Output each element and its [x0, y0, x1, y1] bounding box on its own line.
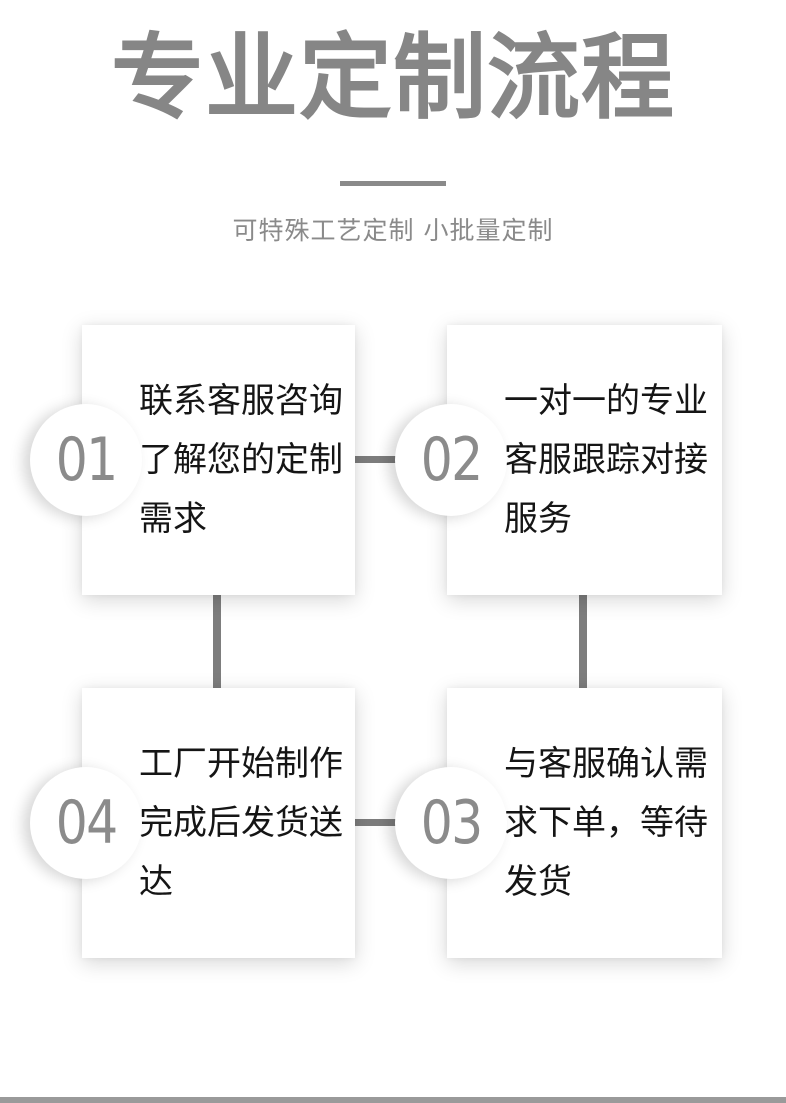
step-description-line: 达: [139, 862, 173, 902]
step-card-04: 04 工厂开始制作 完成后发货送 达: [30, 688, 355, 958]
step-number-04: 04: [55, 788, 118, 858]
connector-step02-step03: [579, 594, 587, 690]
step-description-line: 与客服确认需: [504, 744, 708, 784]
page-subtitle: 可特殊工艺定制 小批量定制: [232, 216, 554, 245]
step-card-01: 01 联系客服咨询 了解您的定制 需求: [30, 325, 355, 595]
step-description-line: 服务: [504, 499, 572, 539]
step-number-02: 02: [420, 425, 483, 495]
step-description-line: 工厂开始制作: [139, 744, 343, 784]
step-description-line: 了解您的定制: [139, 440, 343, 480]
step-badge-01: 01: [30, 404, 142, 516]
step-card-02: 02 一对一的专业 客服跟踪对接 服务: [395, 325, 722, 595]
step-badge-02: 02: [395, 404, 507, 516]
step-number-01: 01: [55, 425, 118, 495]
page-title: 专业定制流程: [111, 23, 675, 132]
step-description-03: 与客服确认需 求下单，等待 发货: [504, 735, 714, 912]
step-badge-04: 04: [30, 767, 142, 879]
step-description-line: 完成后发货送: [139, 803, 343, 843]
step-description-line: 客服跟踪对接: [504, 440, 708, 480]
step-description-line: 联系客服咨询: [139, 381, 343, 421]
connector-step01-step04: [213, 594, 221, 690]
step-description-01: 联系客服咨询 了解您的定制 需求: [139, 372, 347, 549]
step-description-line: 需求: [139, 499, 207, 539]
step-card-03: 03 与客服确认需 求下单，等待 发货: [395, 688, 722, 958]
bottom-accent-bar: [0, 1097, 786, 1103]
step-description-02: 一对一的专业 客服跟踪对接 服务: [504, 372, 714, 549]
step-description-line: 发货: [504, 862, 572, 902]
step-number-03: 03: [420, 788, 483, 858]
step-description-04: 工厂开始制作 完成后发货送 达: [139, 735, 347, 912]
step-description-line: 求下单，等待: [504, 803, 708, 843]
step-description-line: 一对一的专业: [504, 381, 708, 421]
title-divider: [340, 181, 446, 186]
step-badge-03: 03: [395, 767, 507, 879]
